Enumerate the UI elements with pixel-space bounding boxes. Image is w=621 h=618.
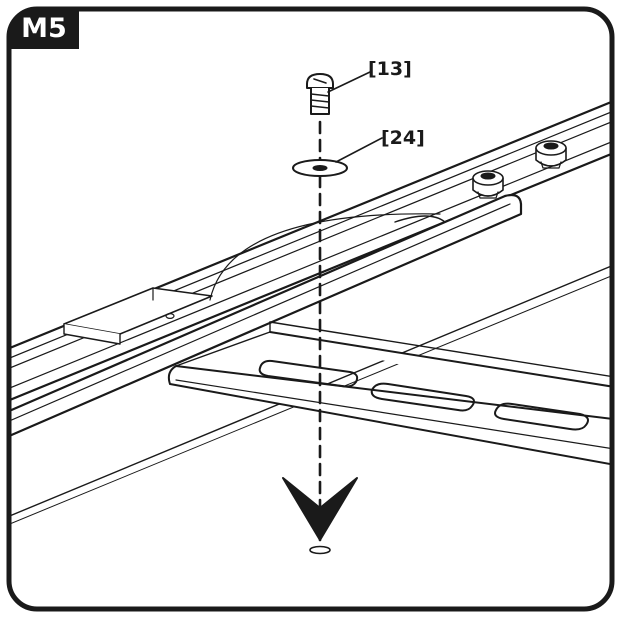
front-arm <box>9 193 523 442</box>
wall-rail <box>9 96 612 406</box>
nut-2 <box>535 140 567 169</box>
screw-13 <box>306 71 371 115</box>
target-hole <box>309 545 331 555</box>
washer-24 <box>292 137 383 177</box>
step-badge: M5 <box>9 9 79 49</box>
slot-left <box>258 359 359 388</box>
slot-middle <box>370 382 475 412</box>
panel-border <box>6 6 615 612</box>
insert-arrow <box>282 477 358 541</box>
part-label-screw: [13] <box>368 58 412 80</box>
slotted-bracket <box>167 321 612 467</box>
part-label-washer: [24] <box>381 127 425 149</box>
rail-clip <box>63 287 213 345</box>
slot-right <box>494 402 589 431</box>
nut-1 <box>472 170 504 199</box>
